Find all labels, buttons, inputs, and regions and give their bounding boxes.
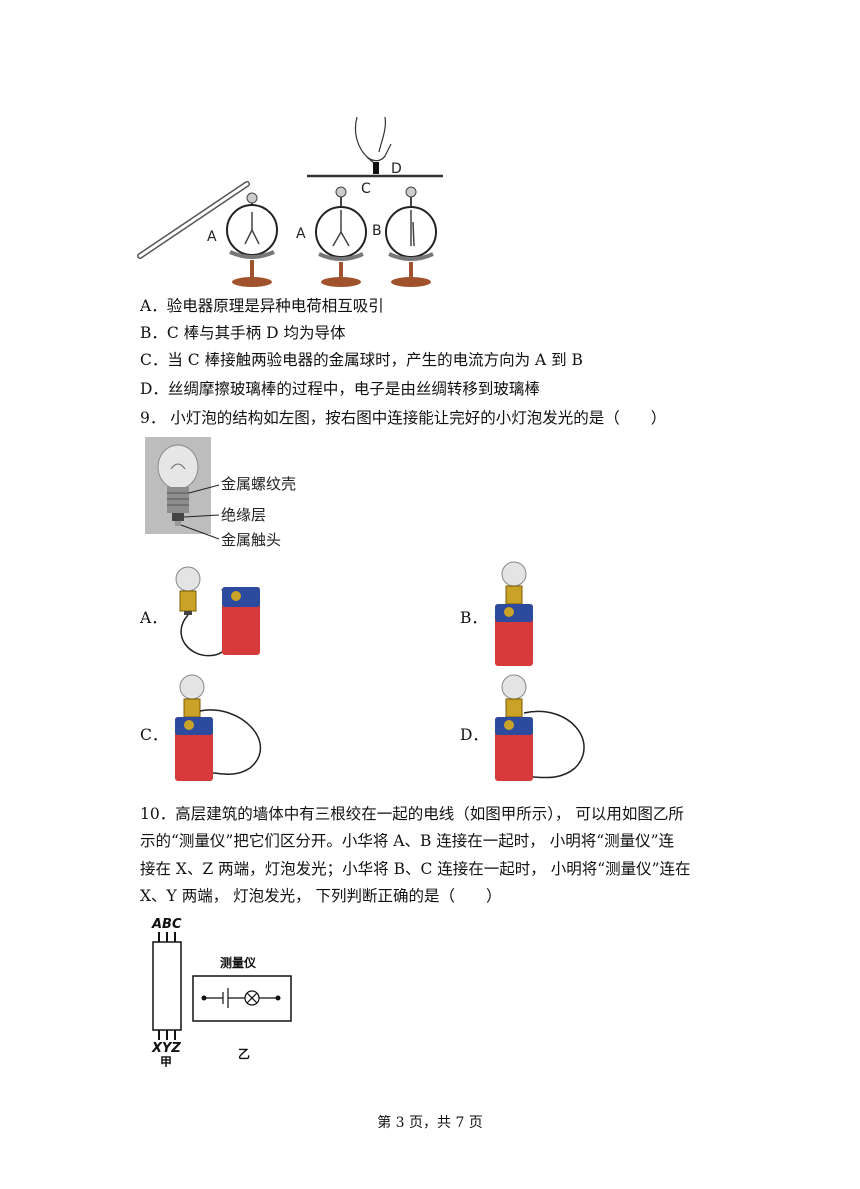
electroscope-b — [385, 186, 437, 287]
label-d: D — [391, 161, 402, 177]
q10-line-3: 接在 X、Z 两端，灯泡发光；小华将 B、C 连接在一起时， 小明将“测量仪”连… — [140, 860, 691, 878]
label-metal-shell: 金属螺纹壳 — [221, 475, 296, 493]
q10-line-2: 示的“测量仪”把它们区分开。小华将 A、B 连接在一起时， 小明将“测量仪”连 — [140, 832, 675, 850]
q9-option-d-label: D． — [460, 726, 488, 744]
yi-caption: 乙 — [238, 1047, 250, 1061]
q9-option-a-label: A． — [140, 609, 167, 627]
label-b: B — [372, 223, 382, 239]
handle-d — [373, 162, 379, 174]
figure-yi: 测量仪 乙 — [192, 955, 292, 1061]
q8-option-a: A．验电器原理是异种电荷相互吸引 — [140, 297, 384, 315]
label-metal-contact: 金属触头 — [221, 531, 281, 549]
electroscope-a — [315, 186, 367, 287]
yi-title: 测量仪 — [220, 955, 257, 970]
label-insulation: 绝缘层 — [221, 506, 266, 524]
label-a-mid: A — [296, 226, 306, 242]
glass-rod — [137, 181, 250, 259]
label-c: C — [361, 181, 371, 197]
q9-option-b-figure — [495, 561, 533, 666]
q9-stem: 9． 小灯泡的结构如左图，按右图中连接能让完好的小灯泡发光的是（ ） — [140, 409, 667, 427]
electroscope-left — [226, 192, 279, 287]
q8-option-d: D．丝绸摩擦玻璃棒的过程中，电子是由丝绸转移到玻璃棒 — [140, 380, 540, 398]
jia-top-labels: ABC — [151, 917, 182, 932]
jia-caption: 甲 — [160, 1055, 172, 1067]
label-a-left: A — [207, 229, 217, 245]
q9-option-d-figure — [495, 674, 585, 781]
q10-line-1: 10．高层建筑的墙体中有三根绞在一起的电线（如图甲所示）， 可以用如图乙所 — [140, 805, 684, 823]
bulb-structure-figure: 金属螺纹壳 绝缘层 金属触头 — [145, 437, 315, 552]
q10-line-4: X、Y 两端， 灯泡发光， 下列判断正确的是（ ） — [140, 887, 502, 905]
q9-option-c-label: C． — [140, 726, 168, 744]
q9-option-a-figure — [175, 566, 260, 657]
figure-jia: ABC XYZ 甲 — [151, 917, 182, 1067]
page-footer: 第 3 页，共 7 页 — [377, 1115, 483, 1131]
electroscope-figure: D C A A B — [137, 116, 443, 287]
q9-option-b-label: B． — [460, 609, 487, 627]
q8-option-b: B．C 棒与其手柄 D 均为导体 — [140, 324, 346, 342]
hand-icon — [354, 116, 392, 165]
jia-bottom-labels: XYZ — [151, 1041, 181, 1056]
q9-option-c-figure — [175, 674, 262, 781]
q8-option-c: C．当 C 棒接触两验电器的金属球时，产生的电流方向为 A 到 B — [140, 351, 583, 369]
